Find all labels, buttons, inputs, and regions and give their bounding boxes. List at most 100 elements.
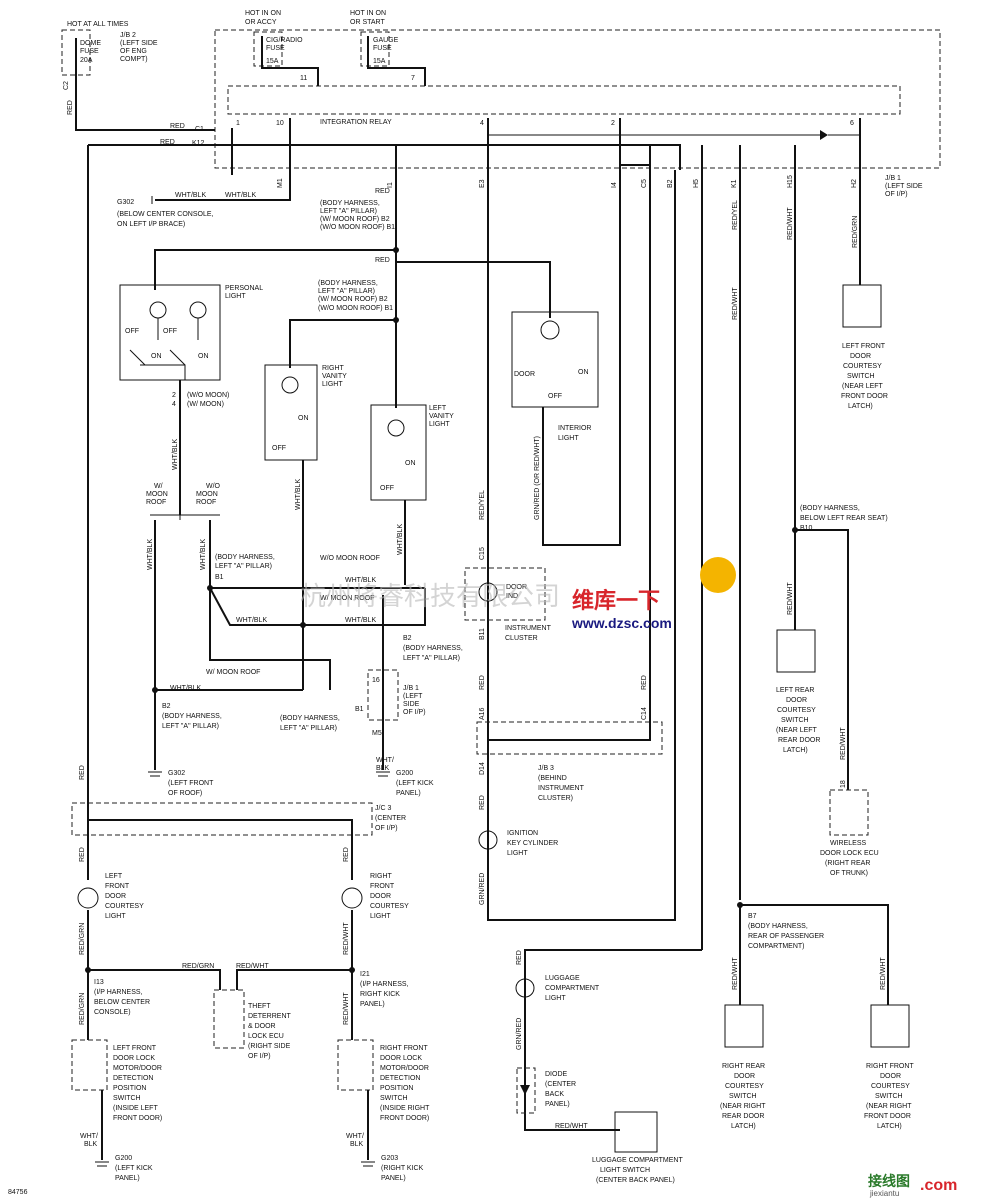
svg-text:B10: B10 [800, 525, 813, 532]
svg-text:DOOR: DOOR [880, 1073, 901, 1080]
svg-text:6: 6 [850, 120, 854, 127]
svg-text:(LEFT FRONT: (LEFT FRONT [168, 780, 214, 787]
svg-text:H15: H15 [787, 175, 794, 188]
svg-text:RED/WHT: RED/WHT [840, 727, 847, 760]
svg-text:REAR DOOR: REAR DOOR [722, 1113, 764, 1120]
svg-text:J/C 3: J/C 3 [375, 805, 391, 812]
ignition-key-lamp [478, 830, 498, 850]
svg-text:LATCH): LATCH) [783, 747, 808, 754]
svg-text:OFF: OFF [548, 393, 562, 400]
svg-text:LIGHT: LIGHT [507, 850, 528, 857]
svg-text:WHT/: WHT/ [80, 1133, 98, 1140]
svg-text:RED: RED [343, 847, 350, 862]
svg-text:SWITCH: SWITCH [729, 1093, 757, 1100]
svg-text:IGNITION: IGNITION [507, 830, 538, 837]
svg-text:LEFT "A" PILLAR): LEFT "A" PILLAR) [280, 725, 337, 732]
logo-com: .com [920, 1177, 957, 1194]
svg-text:(W/ MOON ROOF) B2: (W/ MOON ROOF) B2 [320, 216, 390, 223]
svg-text:RED/GRN: RED/GRN [182, 963, 214, 970]
svg-text:LIGHT: LIGHT [322, 381, 343, 388]
svg-text:C5: C5 [641, 179, 648, 188]
svg-text:LATCH): LATCH) [731, 1123, 756, 1130]
svg-text:COURTESY: COURTESY [871, 1083, 910, 1090]
svg-text:RIGHT: RIGHT [322, 365, 345, 372]
svg-text:REAR DOOR: REAR DOOR [778, 737, 820, 744]
svg-text:W/: W/ [154, 483, 163, 490]
svg-text:FRONT DOOR: FRONT DOOR [864, 1113, 911, 1120]
svg-text:IND: IND [506, 593, 518, 600]
svg-text:CIG/RADIO: CIG/RADIO [266, 37, 303, 44]
svg-text:RIGHT REAR: RIGHT REAR [722, 1063, 765, 1070]
svg-text:LIGHT: LIGHT [370, 913, 391, 920]
svg-text:INSTRUMENT: INSTRUMENT [505, 625, 552, 632]
svg-text:LEFT FRONT: LEFT FRONT [113, 1045, 157, 1052]
svg-text:COMPARTMENT: COMPARTMENT [545, 985, 600, 992]
svg-text:RED/GRN: RED/GRN [79, 993, 86, 1025]
svg-text:J/B 1: J/B 1 [885, 175, 901, 182]
svg-text:RED: RED [79, 765, 86, 780]
svg-text:15A: 15A [373, 58, 386, 65]
svg-text:SIDE: SIDE [403, 701, 420, 708]
svg-text:WHT/BLK: WHT/BLK [170, 685, 201, 692]
right-vanity-light [264, 364, 318, 461]
svg-text:REAR OF PASSENGER: REAR OF PASSENGER [748, 933, 824, 940]
svg-text:DOOR LOCK: DOOR LOCK [380, 1055, 422, 1062]
svg-text:PANEL): PANEL) [360, 1001, 385, 1008]
svg-text:(LEFT KICK: (LEFT KICK [396, 780, 434, 787]
personal-lamp-2 [189, 301, 207, 319]
svg-text:WHT/BLK: WHT/BLK [236, 617, 267, 624]
svg-text:DETECTION: DETECTION [380, 1075, 420, 1082]
svg-text:LEFT FRONT: LEFT FRONT [842, 343, 886, 350]
svg-text:RED: RED [479, 795, 486, 810]
svg-text:GAUGE: GAUGE [373, 37, 399, 44]
logo-mascot-icon [700, 557, 736, 593]
svg-text:HOT IN ON: HOT IN ON [245, 10, 281, 17]
svg-text:VANITY: VANITY [322, 373, 347, 380]
red-harness-wire [154, 180, 397, 290]
integration-relay-jb1-box [214, 29, 941, 169]
svg-text:DOOR: DOOR [370, 893, 391, 900]
svg-text:1: 1 [236, 120, 240, 127]
svg-text:OFF: OFF [125, 328, 139, 335]
b7-label: B7(BODY HARNESS,REAR OF PASSENGERCOMPART… [748, 913, 824, 950]
theft-ecu-box [213, 989, 245, 1049]
lf-door-courtesy-switch [842, 284, 882, 328]
svg-text:RIGHT FRONT: RIGHT FRONT [380, 1045, 428, 1052]
svg-text:(RIGHT REAR: (RIGHT REAR [825, 860, 870, 867]
svg-text:WHT/: WHT/ [346, 1133, 364, 1140]
svg-text:15A: 15A [266, 58, 279, 65]
jb3-box [476, 721, 663, 755]
svg-text:A16: A16 [479, 707, 486, 720]
jc3-box [71, 802, 373, 836]
svg-text:WHT/BLK: WHT/BLK [225, 192, 256, 199]
svg-text:ON: ON [151, 353, 162, 360]
svg-text:GRN/RED: GRN/RED [516, 1018, 523, 1050]
svg-text:LEFT "A" PILLAR): LEFT "A" PILLAR) [320, 208, 377, 215]
svg-text:RED: RED [479, 675, 486, 690]
svg-text:SWITCH: SWITCH [781, 717, 809, 724]
svg-text:ON: ON [578, 369, 589, 376]
top-connector-labels: M1 I1 E3 I4 C5 B2 H5 K1 H15 H2 [277, 175, 858, 188]
svg-text:I1: I1 [387, 182, 394, 188]
g302-wire [155, 180, 291, 201]
wireless-ecu-box [829, 789, 869, 836]
svg-text:(LEFT SIDE: (LEFT SIDE [885, 183, 923, 190]
rr-door-courtesy-switch [724, 1004, 764, 1048]
watermark: 杭州将睿科技有限公司 [300, 581, 560, 611]
svg-text:LIGHT: LIGHT [429, 421, 450, 428]
door-ind-lamp [478, 582, 498, 602]
svg-text:RED: RED [160, 139, 175, 146]
svg-text:DETERRENT: DETERRENT [248, 1013, 292, 1020]
svg-text:COURTESY: COURTESY [843, 363, 882, 370]
svg-text:LIGHT SWITCH: LIGHT SWITCH [600, 1167, 650, 1174]
